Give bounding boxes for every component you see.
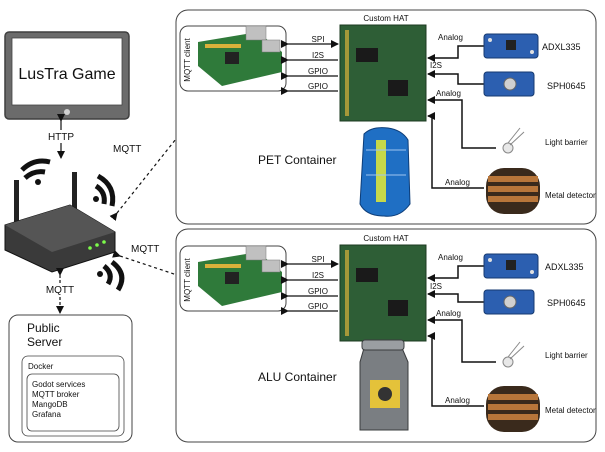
services-box [26, 373, 120, 432]
hat-label: Custom HAT [363, 234, 408, 243]
sensor-label: ADXL335 [542, 42, 581, 52]
tablet: LusTra Game [4, 31, 130, 120]
alu-bin-icon [359, 339, 409, 431]
svg-text:GPIO: GPIO [308, 67, 328, 76]
plastic-bottle-icon [359, 127, 411, 217]
mqtt-client-label: MQTT client [183, 38, 192, 82]
light-barrier-icon [502, 341, 525, 368]
service-item: Grafana [32, 410, 61, 419]
signal-light: Analog [427, 309, 496, 363]
http-label: HTTP [48, 132, 74, 143]
router-antenna [14, 180, 19, 222]
tablet-label: LusTra Game [18, 66, 115, 83]
bus-gpio-1: GPIO [281, 67, 338, 80]
svg-text:SPI: SPI [312, 255, 325, 264]
sensor-label: Metal detector [545, 406, 596, 415]
service-item: MangoDB [32, 400, 68, 409]
sensor-label: Light barrier [545, 351, 588, 360]
signal-adxl: Analog [427, 33, 484, 62]
svg-text:Analog: Analog [436, 309, 461, 318]
mqtt-link-pet: MQTT [109, 89, 216, 221]
signal-sph: I2S [427, 61, 484, 85]
bus-gpio-2: GPIO [281, 302, 338, 315]
sensor-label: Light barrier [545, 138, 588, 147]
svg-text:I2S: I2S [430, 282, 442, 291]
bus-gpio-1: GPIO [281, 287, 338, 300]
custom-hat-board [339, 244, 427, 342]
bus-spi: SPI [281, 35, 339, 48]
mqtt-link-server: MQTT [46, 268, 74, 314]
mqtt-client-label: MQTT client [183, 258, 192, 302]
signal-light: Analog [427, 89, 496, 149]
raspberry-pi [198, 245, 282, 306]
svg-text:Analog: Analog [438, 253, 463, 262]
sensor-label: Metal detector [545, 191, 596, 200]
svg-text:GPIO: GPIO [308, 302, 328, 311]
bus-i2s: I2S [281, 271, 338, 284]
sph0645-sensor-icon [483, 289, 535, 315]
adxl335-sensor-icon [483, 253, 539, 279]
router-led [88, 246, 92, 250]
public-server: Public Server Docker Godot services MQTT… [8, 314, 133, 443]
bus-spi: SPI [281, 255, 339, 268]
server-title-line2: Server [27, 335, 62, 349]
wifi-icon [93, 173, 116, 207]
light-barrier-icon [502, 127, 525, 154]
sph0645-sensor-icon [483, 71, 535, 97]
service-item: Godot services [32, 380, 85, 389]
hat-label: Custom HAT [363, 14, 408, 23]
sensor-label: ADXL335 [545, 262, 584, 272]
bus-i2s: I2S [281, 51, 338, 64]
metal-detector-coil-icon [486, 386, 540, 432]
container-name: ALU Container [258, 370, 337, 384]
home-button-icon [64, 109, 70, 115]
svg-text:I2S: I2S [312, 51, 324, 60]
router-antenna [72, 172, 77, 216]
signal-metal: Analog [427, 112, 484, 189]
mqtt-label-server: MQTT [46, 285, 74, 296]
bus-gpio-2: GPIO [281, 82, 338, 95]
alu-container: MQTT client Custom HAT SPI I2S GPIO GPIO [175, 228, 597, 443]
mqtt-label-pet: MQTT [113, 144, 141, 155]
svg-text:Analog: Analog [445, 396, 470, 405]
raspberry-pi [198, 25, 282, 86]
sensor-label: SPH0645 [547, 298, 586, 308]
svg-text:Analog: Analog [445, 178, 470, 187]
router [4, 158, 125, 292]
router-led [102, 240, 106, 244]
router-led [95, 243, 99, 247]
svg-text:Analog: Analog [436, 89, 461, 98]
signal-sph: I2S [427, 282, 484, 303]
mqtt-label-alu: MQTT [131, 244, 159, 255]
svg-text:I2S: I2S [312, 271, 324, 280]
svg-text:GPIO: GPIO [308, 287, 328, 296]
svg-text:Analog: Analog [438, 33, 463, 42]
server-title-line1: Public [27, 321, 60, 335]
svg-text:GPIO: GPIO [308, 82, 328, 91]
wifi-icon [20, 158, 51, 185]
svg-text:I2S: I2S [430, 61, 442, 70]
container-name: PET Container [258, 153, 337, 167]
signal-adxl: Analog [427, 253, 484, 282]
sensor-label: SPH0645 [547, 81, 586, 91]
svg-text:SPI: SPI [312, 35, 325, 44]
metal-detector-coil-icon [486, 168, 540, 214]
http-link: HTTP [48, 114, 74, 159]
docker-label: Docker [28, 362, 54, 371]
wifi-icon [97, 260, 125, 292]
custom-hat-board [339, 24, 427, 122]
service-item: MQTT broker [32, 390, 80, 399]
pet-container: MQTT client Custom HAT SPI I2S GPIO [175, 9, 597, 225]
signal-metal: Analog [427, 332, 484, 407]
adxl335-sensor-icon [483, 33, 539, 59]
